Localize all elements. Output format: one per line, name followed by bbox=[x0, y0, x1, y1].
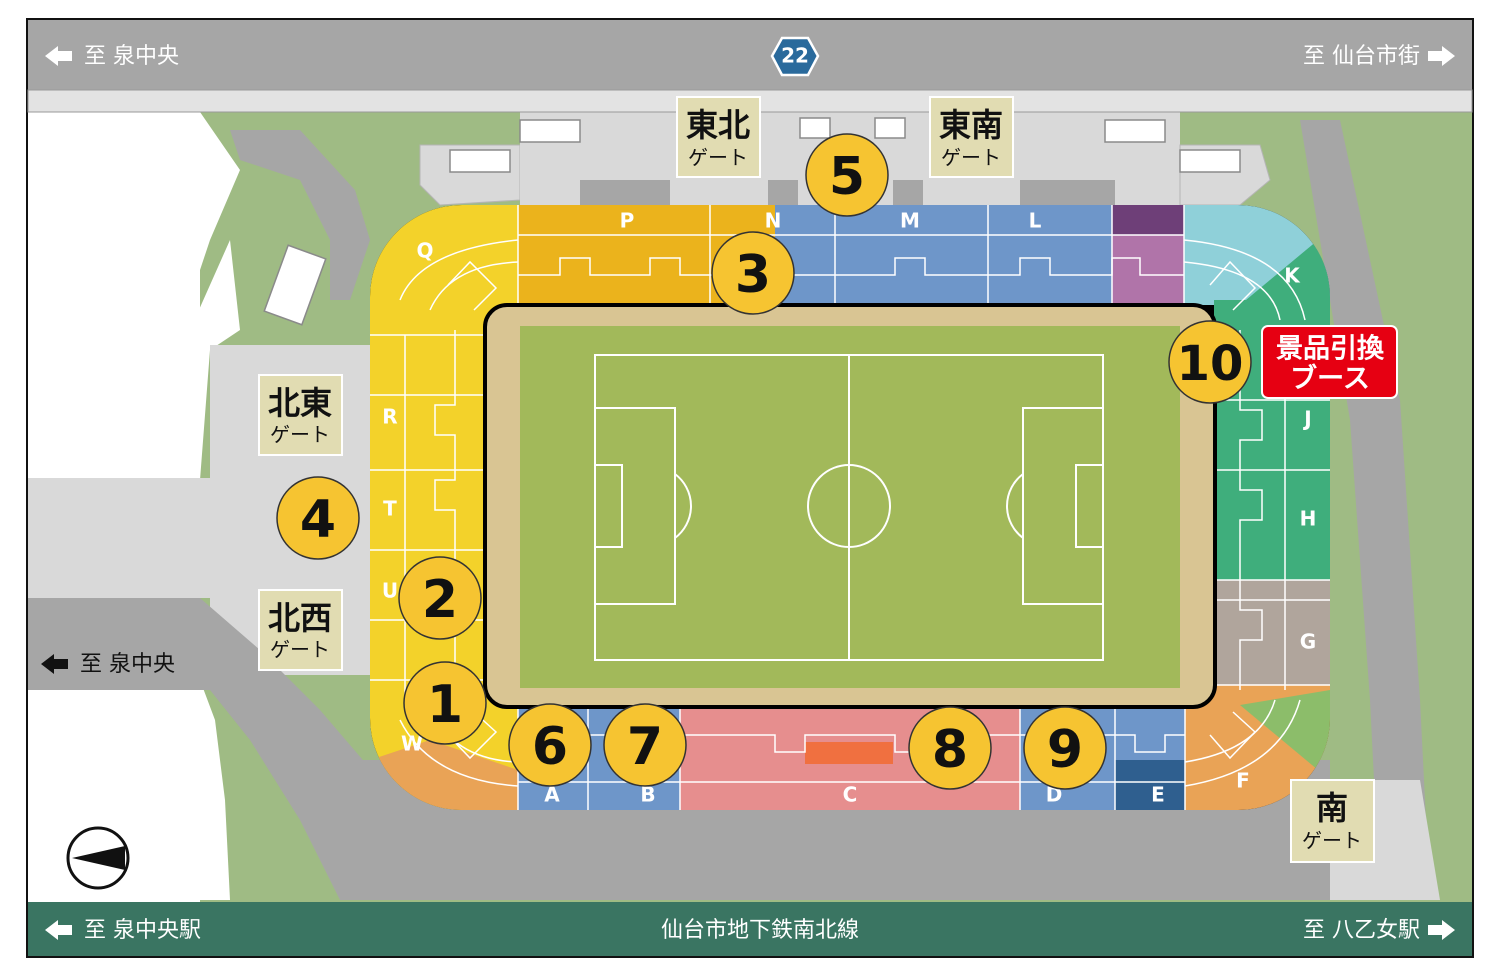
gate-hokusei-name: 北西 bbox=[268, 599, 332, 637]
route-sign: 22 bbox=[770, 36, 820, 77]
gate-tonan-sub: ゲート bbox=[941, 146, 1001, 170]
svg-text:5: 5 bbox=[829, 147, 865, 207]
section-J: J bbox=[1302, 407, 1311, 431]
top-road-right-label: 至 仙台市街 bbox=[1303, 44, 1420, 69]
section-L: L bbox=[1029, 209, 1042, 233]
section-U: U bbox=[382, 579, 398, 603]
left-road: 至 泉中央 bbox=[41, 652, 175, 677]
section-B: B bbox=[640, 783, 655, 807]
section-G: G bbox=[1300, 630, 1316, 654]
numbered-points: 1 2 3 4 5 6 7 8 9 10 bbox=[276, 133, 1252, 790]
top-road-left: 至 泉中央 bbox=[45, 44, 179, 69]
stairs bbox=[263, 117, 1241, 326]
section-W: W bbox=[401, 732, 423, 756]
point-4[interactable]: 4 bbox=[276, 476, 360, 560]
prize-booth-line1: 景品引換 bbox=[1276, 334, 1385, 365]
left-road-label: 至 泉中央 bbox=[80, 652, 175, 677]
svg-text:4: 4 bbox=[300, 490, 336, 550]
section-E: E bbox=[1151, 783, 1165, 807]
gate-tonan[interactable]: 東南 ゲート bbox=[929, 96, 1014, 178]
section-R: R bbox=[382, 405, 397, 429]
section-Q: Q bbox=[416, 239, 433, 263]
gate-hokuto-sub: ゲート bbox=[270, 423, 330, 447]
svg-text:10: 10 bbox=[1177, 336, 1244, 392]
svg-text:1: 1 bbox=[427, 675, 463, 735]
section-T: T bbox=[383, 497, 397, 521]
svg-text:9: 9 bbox=[1047, 720, 1083, 780]
gate-minami[interactable]: 南 ゲート bbox=[1290, 779, 1375, 863]
bottom-right-label: 至 八乙女駅 bbox=[1303, 918, 1420, 943]
section-P: P bbox=[620, 209, 635, 233]
route-number: 22 bbox=[781, 44, 809, 68]
point-9[interactable]: 9 bbox=[1023, 706, 1107, 790]
section-K: K bbox=[1284, 264, 1301, 288]
bottom-road: 至 泉中央駅 仙台市地下鉄南北線 至 八乙女駅 bbox=[45, 918, 1455, 943]
section-M: M bbox=[900, 209, 920, 233]
section-A: A bbox=[544, 783, 560, 807]
point-3[interactable]: 3 bbox=[711, 231, 795, 315]
svg-text:3: 3 bbox=[735, 245, 771, 305]
point-5[interactable]: 5 bbox=[805, 133, 889, 217]
section-H: H bbox=[1300, 507, 1317, 531]
gate-tohoku-name: 東北 bbox=[686, 106, 750, 144]
point-6[interactable]: 6 bbox=[508, 703, 592, 787]
section-labels: P N M L Q R T U W A B C D E F G H J K bbox=[382, 209, 1317, 807]
gate-hokusei-sub: ゲート bbox=[270, 638, 330, 662]
arrow-left-icon bbox=[45, 920, 72, 940]
bottom-left-label: 至 泉中央駅 bbox=[84, 918, 201, 943]
gate-tonan-name: 東南 bbox=[939, 106, 1003, 144]
gate-tohoku-sub: ゲート bbox=[688, 146, 748, 170]
compass-icon bbox=[66, 826, 130, 890]
arrow-left-icon bbox=[41, 654, 68, 674]
point-10[interactable]: 10 bbox=[1168, 320, 1252, 404]
gate-minami-name: 南 bbox=[1316, 789, 1348, 827]
gate-hokusei[interactable]: 北西 ゲート bbox=[258, 589, 343, 671]
section-N: N bbox=[765, 209, 782, 233]
gate-minami-sub: ゲート bbox=[1302, 829, 1362, 853]
svg-text:2: 2 bbox=[422, 570, 458, 630]
svg-text:6: 6 bbox=[532, 717, 568, 777]
subway-line-label: 仙台市地下鉄南北線 bbox=[661, 918, 859, 943]
arrow-right-icon bbox=[1428, 46, 1455, 66]
pitch-markings bbox=[594, 354, 1104, 661]
gate-hokuto-name: 北東 bbox=[268, 384, 332, 422]
section-F: F bbox=[1236, 769, 1250, 793]
route-shield-icon bbox=[770, 36, 820, 77]
prize-booth-line2: ブース bbox=[1290, 363, 1370, 395]
top-road bbox=[28, 20, 1472, 90]
point-1[interactable]: 1 bbox=[403, 661, 487, 745]
gate-hokuto[interactable]: 北東 ゲート bbox=[258, 374, 343, 456]
svg-text:7: 7 bbox=[627, 717, 663, 777]
point-7[interactable]: 7 bbox=[603, 703, 687, 787]
svg-text:8: 8 bbox=[932, 720, 968, 780]
point-8[interactable]: 8 bbox=[908, 706, 992, 790]
arrow-right-icon bbox=[1428, 920, 1455, 940]
arrow-left-icon bbox=[45, 46, 72, 66]
top-road-right: 至 仙台市街 bbox=[1303, 44, 1455, 69]
section-C: C bbox=[843, 783, 858, 807]
point-2[interactable]: 2 bbox=[398, 556, 482, 640]
subway-line-band bbox=[28, 902, 1472, 956]
gate-tohoku[interactable]: 東北 ゲート bbox=[676, 96, 761, 178]
top-road-left-label: 至 泉中央 bbox=[84, 44, 179, 69]
prize-booth-label[interactable]: 景品引換 ブース bbox=[1261, 325, 1398, 399]
